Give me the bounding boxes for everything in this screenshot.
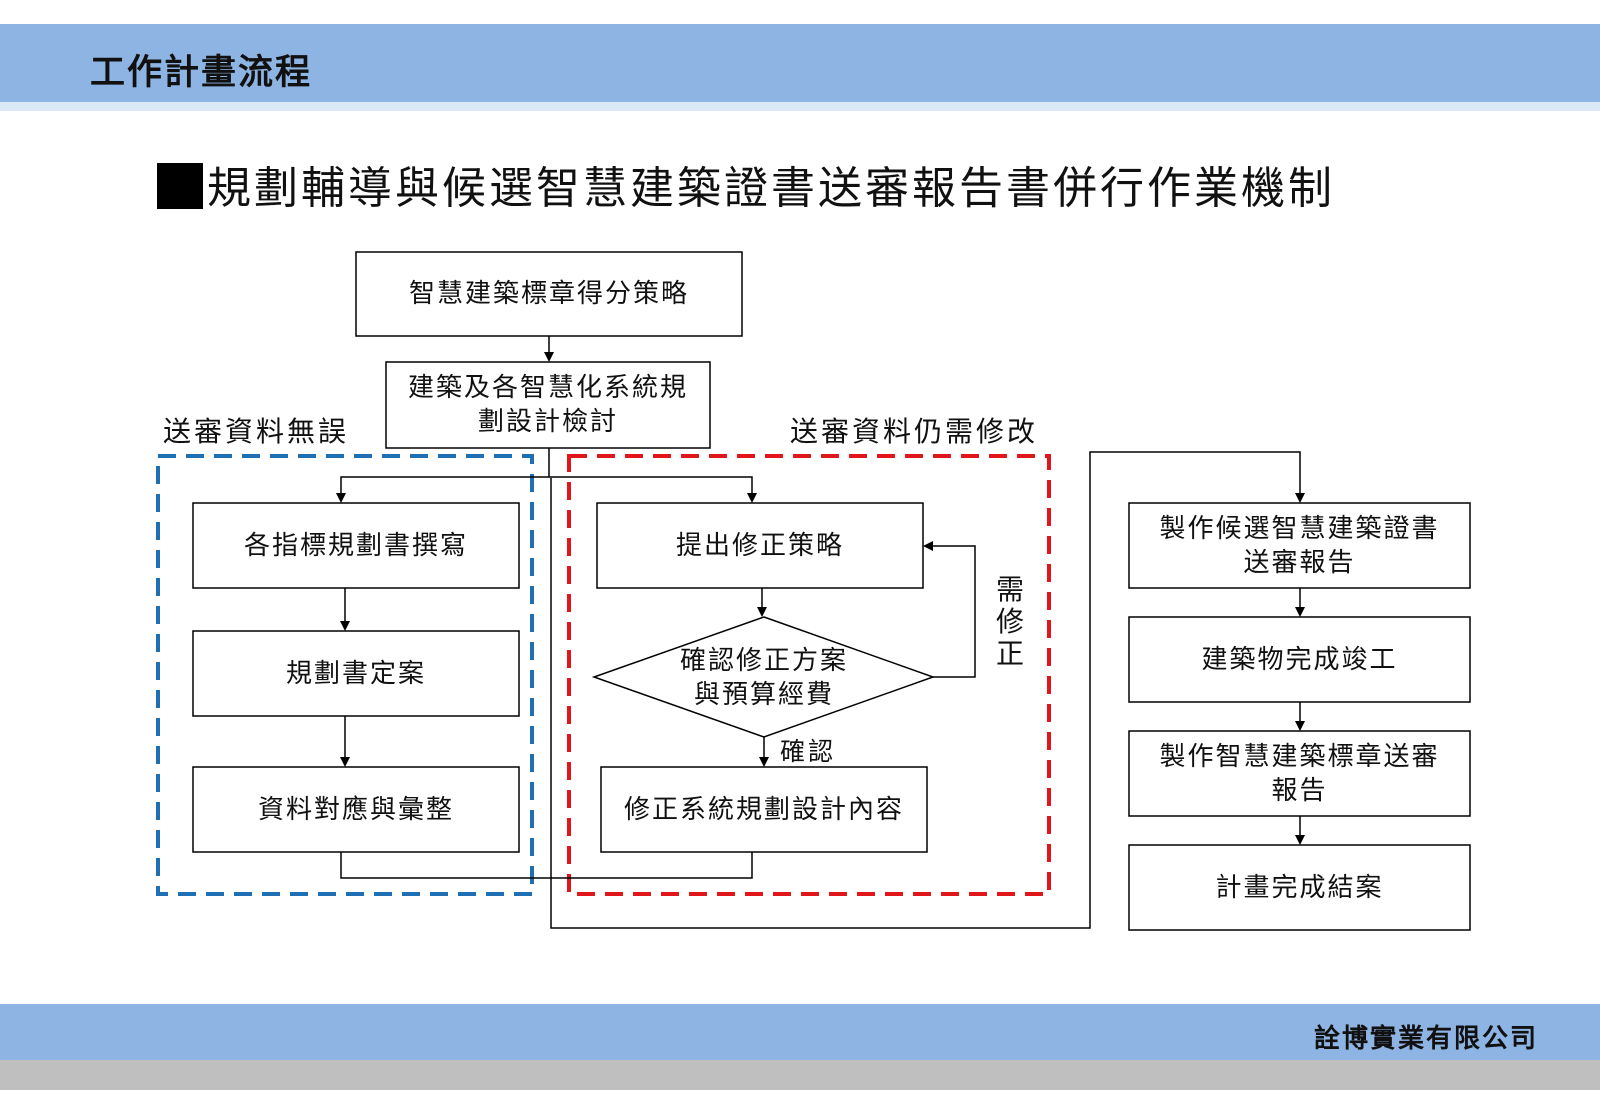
edge-merge-bottom (340, 852, 753, 879)
edge-decision-loop-back (923, 541, 976, 678)
square-bullet-icon (157, 163, 203, 209)
edge-review-split (336, 448, 550, 503)
edge-review-to-revision (549, 476, 757, 503)
edge-label-needs-fix: 需修正 (995, 573, 1024, 670)
node-label-report: 製作智慧建築標章送審 報告 (1159, 741, 1440, 806)
edge-label-confirm: 確認 (780, 737, 837, 766)
node-plan-finalize-box (192, 630, 520, 717)
header-bar (0, 24, 1600, 102)
company-name: 詮博實業有限公司 (1313, 1024, 1538, 1054)
group-label-no-error: 送審資料無誤 (163, 415, 350, 448)
node-data-mapping-box (192, 766, 520, 853)
node-label-report-box (1128, 730, 1471, 817)
group-frame-needs-revision (567, 454, 1051, 896)
footer-gray-strip (0, 1060, 1600, 1090)
edge-to-candidate-report (550, 451, 1305, 929)
node-indicator-writing: 各指標規劃書撰寫 (243, 530, 468, 561)
node-plan-finalize: 規劃書定案 (285, 658, 426, 689)
node-strategy-box (355, 251, 743, 337)
node-system-review-box (385, 361, 711, 449)
node-strategy: 智慧建築標章得分策略 (408, 279, 689, 309)
node-indicator-writing-box (192, 502, 520, 589)
slide-title-text: 規劃輔導與候選智慧建築證書送審報告書併行作業機制 (207, 163, 1335, 214)
node-confirm-decision: 確認修正方案 與預算經費 (679, 646, 848, 710)
page-header-title: 工作計畫流程 (90, 52, 313, 93)
slide-title: 規劃輔導與候選智慧建築證書送審報告書併行作業機制 (157, 152, 1335, 216)
node-candidate-report: 製作候選智慧建築證書 送審報告 (1159, 513, 1440, 578)
footer-bar (0, 1004, 1600, 1060)
node-project-close-box (1128, 844, 1471, 931)
node-propose-revision: 提出修正策略 (675, 530, 844, 561)
node-revise-design: 修正系統規劃設計內容 (623, 794, 904, 825)
node-candidate-report-box (1128, 502, 1471, 589)
node-revise-design-box (600, 766, 928, 853)
group-frame-no-error (156, 454, 534, 896)
node-building-complete-box (1128, 616, 1471, 703)
node-system-review: 建築及各智慧化系統規 劃設計檢討 (407, 373, 688, 437)
node-data-mapping: 資料對應與彙整 (257, 794, 454, 825)
node-project-close: 計畫完成結案 (1215, 872, 1384, 903)
header-underline (0, 102, 1600, 111)
group-label-needs-revision: 送審資料仍需修改 (790, 415, 1039, 448)
node-building-complete: 建築物完成竣工 (1201, 644, 1398, 675)
